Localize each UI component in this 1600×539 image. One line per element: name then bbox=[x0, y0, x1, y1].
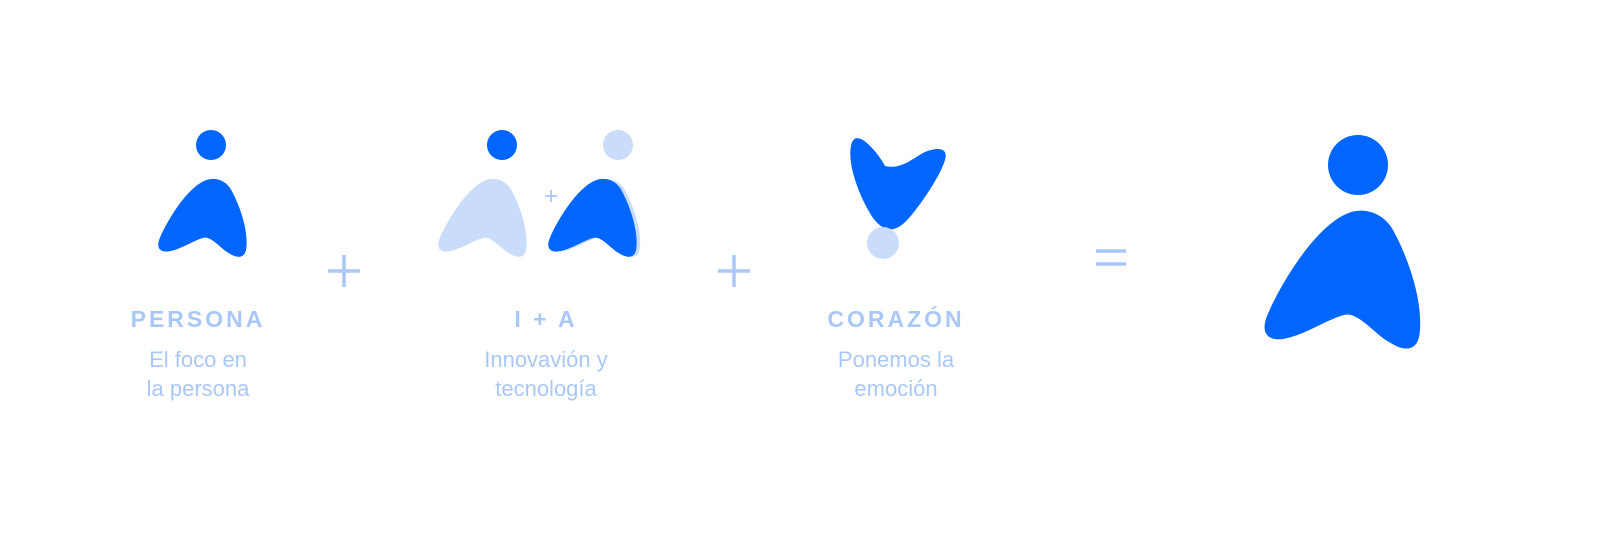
heart-exclamation-icon bbox=[850, 138, 946, 259]
ia-description: Innovavión y tecnología bbox=[436, 345, 656, 403]
front-person-icon bbox=[548, 130, 641, 257]
person-icon bbox=[158, 130, 247, 257]
ia-title: I + A bbox=[514, 306, 578, 332]
corazon-title: CORAZÓN bbox=[827, 306, 965, 332]
persona-description: El foco en la persona bbox=[88, 345, 308, 403]
small-head-icon bbox=[487, 130, 517, 160]
persona-caption: PERSONA El foco en la persona bbox=[88, 305, 308, 403]
ia-caption: I + A Innovavión y tecnología bbox=[436, 305, 656, 403]
plus-operator bbox=[328, 255, 360, 287]
small-plus-icon bbox=[545, 190, 557, 202]
ia-description-line1: Innovavión y bbox=[484, 347, 608, 372]
plus-operator bbox=[718, 255, 750, 287]
corazon-description: Ponemos la emoción bbox=[786, 345, 1006, 403]
corazon-description-line1: Ponemos la bbox=[837, 347, 955, 372]
persona-title: PERSONA bbox=[130, 306, 266, 332]
equals-operator bbox=[1096, 249, 1126, 266]
two-persons-icon bbox=[438, 130, 641, 257]
ia-description-line2: tecnología bbox=[495, 376, 597, 401]
persona-description-line1: El foco en bbox=[149, 347, 247, 372]
persona-description-line2: la persona bbox=[146, 376, 250, 401]
corazon-description-line2: emoción bbox=[854, 376, 938, 401]
logo-person-icon bbox=[1264, 135, 1421, 349]
corazon-caption: CORAZÓN Ponemos la emoción bbox=[786, 305, 1006, 403]
